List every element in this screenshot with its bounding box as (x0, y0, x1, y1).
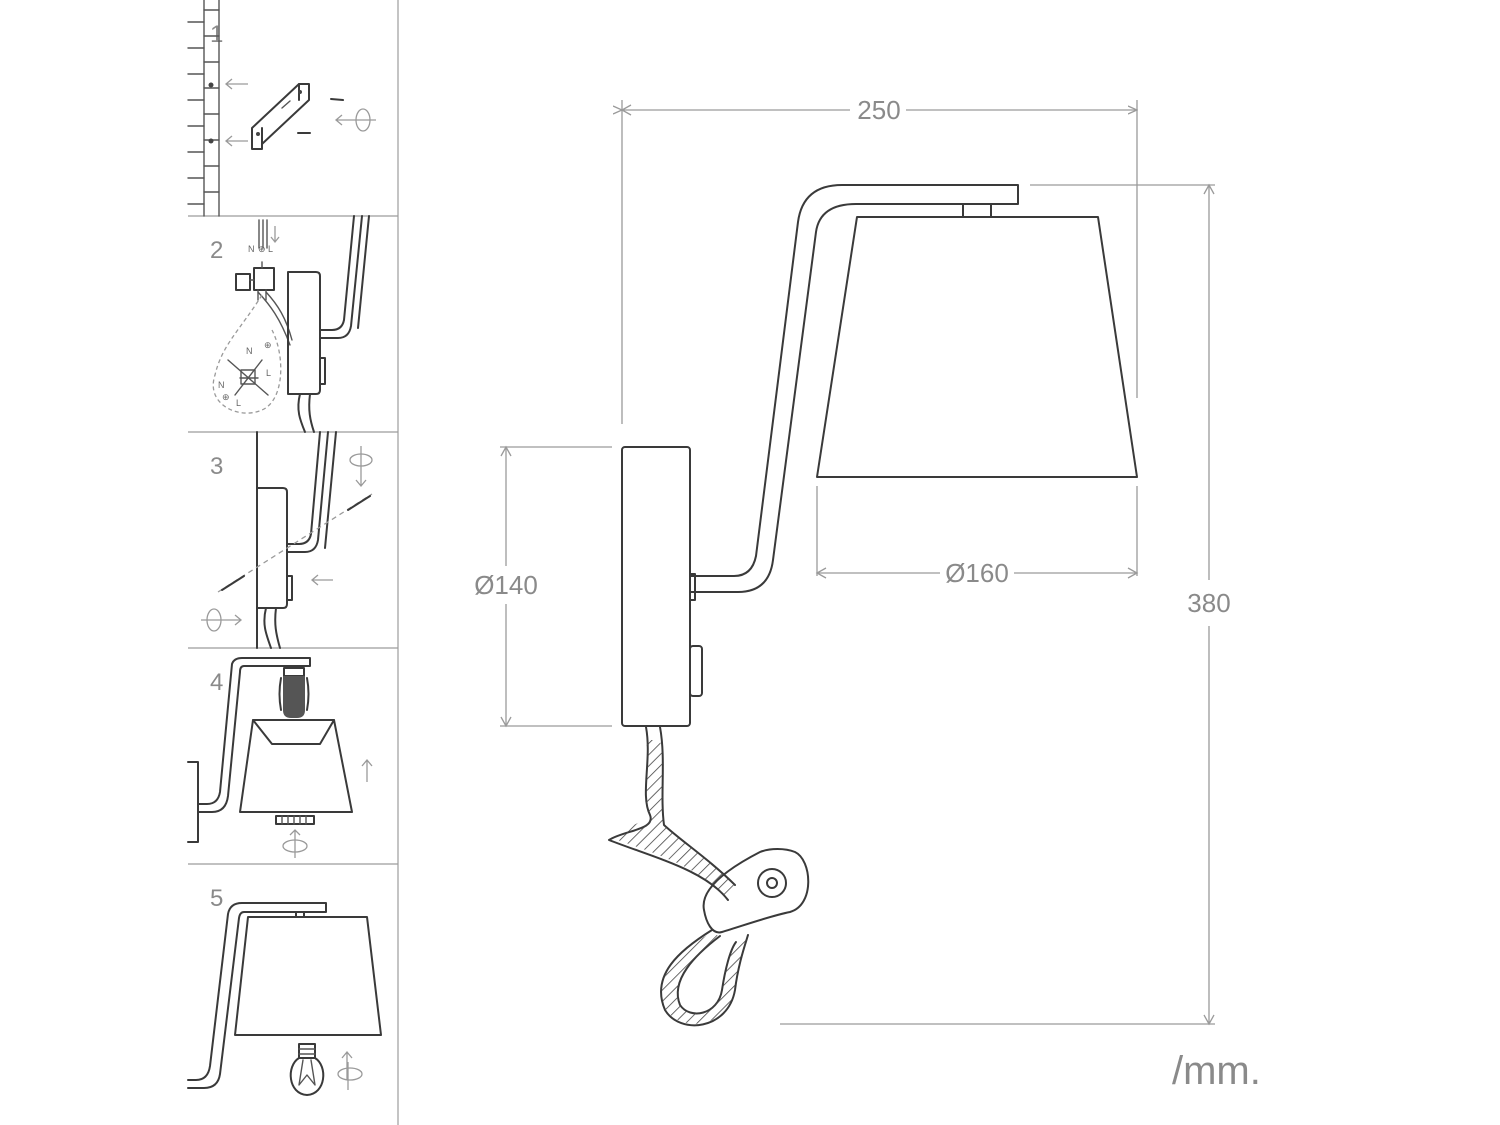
shade-holder (962, 203, 992, 218)
dimension-width: 250 (622, 95, 1137, 125)
svg-text:⊕: ⊕ (222, 392, 230, 402)
mounting-bracket (251, 83, 310, 150)
lamp-arm (197, 657, 311, 813)
height-label: 380 (1187, 588, 1230, 618)
base-diameter-label: Ø140 (474, 570, 538, 600)
width-label: 250 (857, 95, 900, 125)
step-2: 2 N ⊕ L N ⊕ L N ⊕ L (210, 215, 370, 433)
arrow-icon (310, 574, 333, 586)
terminal-block (235, 261, 275, 301)
lamp-arm (689, 184, 1019, 593)
arrow-icon (224, 78, 248, 90)
svg-text:N: N (246, 346, 253, 356)
shade-ring (275, 815, 315, 825)
step-number: 3 (210, 453, 223, 480)
dimension-shade: Ø160 (815, 558, 1139, 588)
wall-plate (187, 761, 199, 843)
reading-light-gooseneck (608, 726, 749, 1027)
dimension-height: 380 (1187, 183, 1231, 1026)
step-number: 2 (210, 237, 223, 264)
svg-text:L: L (268, 244, 273, 254)
unit-label: /mm. (1172, 1049, 1261, 1093)
step-1: 1 (187, 0, 376, 217)
rotate-icon (282, 829, 308, 858)
svg-text:N: N (218, 380, 225, 390)
arm-joint (689, 573, 696, 601)
screw-icon (221, 575, 245, 591)
lamp-base-side (256, 431, 337, 649)
svg-text:L: L (266, 368, 271, 378)
screw-icon (347, 495, 371, 511)
lampshade (239, 719, 353, 813)
rotate-icon (337, 1062, 363, 1090)
svg-text:⊕: ⊕ (264, 340, 272, 350)
svg-text:L: L (236, 398, 241, 408)
step-3: 3 (201, 431, 373, 649)
shade-diameter-label: Ø160 (945, 558, 1009, 588)
arrow-icon (270, 226, 280, 244)
wall-base (621, 446, 691, 727)
reading-light-head (702, 848, 810, 934)
rotate-icon (201, 608, 243, 632)
lightbulb-icon (289, 1043, 325, 1096)
dimension-base: Ø140 (474, 445, 538, 728)
screw-icon (330, 98, 344, 101)
lamp-arm (187, 902, 327, 1089)
arrow-icon (341, 1050, 353, 1080)
svg-text:⊕: ⊕ (258, 244, 266, 254)
lamp-drawing: 250 380 Ø140 Ø160 (474, 95, 1231, 1027)
brick-wall (187, 0, 220, 217)
bulb-socket (278, 667, 310, 718)
switch-icon (689, 645, 703, 697)
step-number: 5 (210, 885, 223, 912)
step-number: 1 (210, 21, 223, 48)
step-4: 4 (187, 657, 373, 858)
wiring-detail: N ⊕ L N ⊕ L (212, 294, 282, 414)
lampshade (234, 916, 382, 1036)
arrow-icon (361, 758, 373, 782)
steps-panel: 1 (187, 0, 399, 1125)
step-number: 4 (210, 669, 223, 696)
step-5: 5 (187, 885, 382, 1096)
rotate-icon (349, 446, 373, 488)
arrow-icon (224, 135, 248, 147)
lamp-base-side (287, 215, 370, 433)
rotate-icon (334, 108, 376, 132)
reading-light-lens (757, 868, 787, 898)
svg-text:N: N (248, 244, 255, 254)
lampshade (816, 216, 1138, 478)
